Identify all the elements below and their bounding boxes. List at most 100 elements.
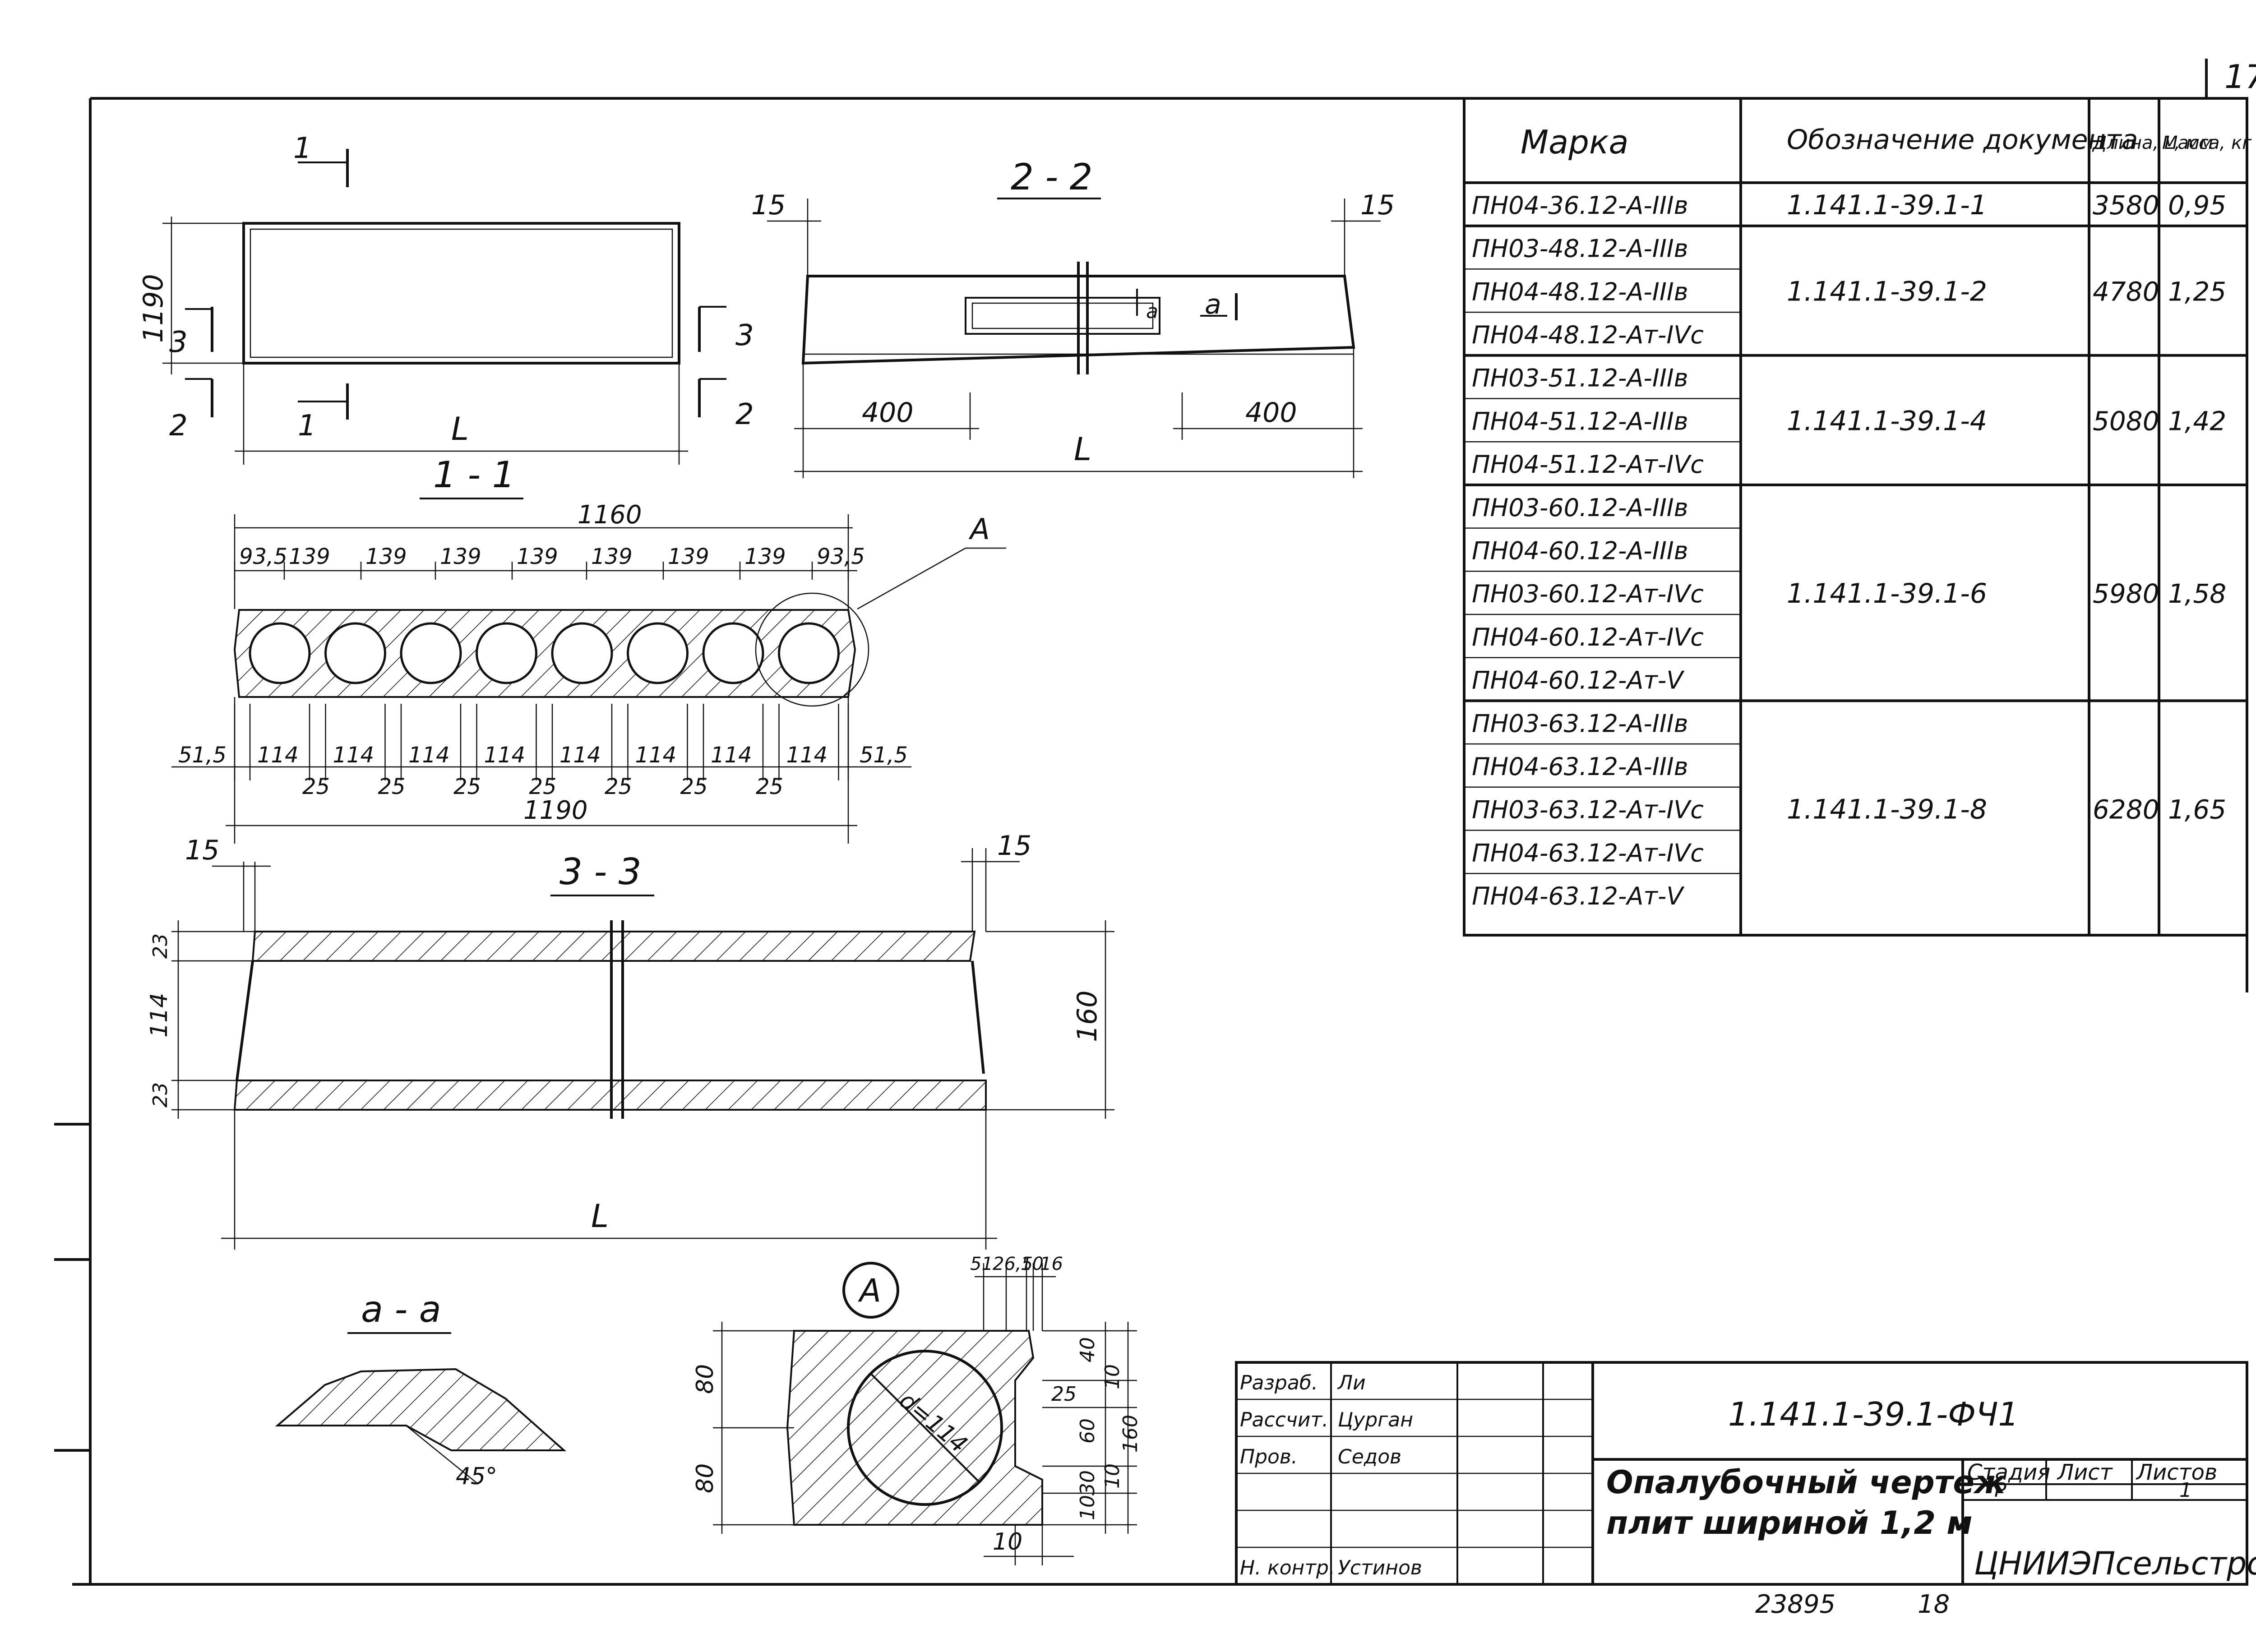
void-circle [702, 622, 764, 684]
bottom-number-1: 23895 [1755, 1590, 1835, 1619]
void-circle [551, 622, 613, 684]
table-mark-cell: ПН04-63.12-Ат-V [1472, 882, 1685, 910]
table-header-mark: Марка [1521, 123, 1629, 161]
marks-table: Марка Обозначение документа Длина, L, мм… [1463, 97, 2252, 937]
detail-dim-bottom: 10 [993, 1528, 1022, 1555]
table-mark-cell: ПН04-63.12-А-IIIв [1472, 752, 1688, 781]
tb-code: 1.141.1-39.1-ФЧ1 [1728, 1395, 2019, 1433]
s11-gap-label: 25 [605, 774, 632, 799]
table-doc-cell: 1.141.1-39.1-4 [1787, 405, 1987, 437]
table-length-cell: 3580 [2093, 190, 2159, 221]
detail-right-dim-label: 10 [1076, 1495, 1099, 1520]
detail-right-dim-label: 60 [1076, 1418, 1099, 1444]
s11-bottom-dim-label: 114 [711, 743, 752, 768]
table-mark-cell: ПН03-63.12-А-IIIв [1472, 709, 1688, 738]
s11-voids [249, 622, 840, 684]
table-doc-cell: 1.141.1-39.1-1 [1787, 189, 1987, 221]
plan-dim-length: L [451, 411, 469, 448]
table-mark-cell: ПН04-60.12-Ат-V [1472, 666, 1685, 695]
detail-right-dim-label: 10 [1101, 1364, 1124, 1389]
s11-gap-label: 25 [378, 774, 406, 799]
s33-dim-23-top: 23 [149, 933, 172, 959]
s33-dim-height: 160 [1072, 990, 1103, 1042]
table-mark-cell: ПН04-51.12-Ат-IVс [1472, 450, 1704, 479]
tb-name: Устинов [1338, 1556, 1422, 1579]
detail-top-dim-label: 16 [1040, 1254, 1063, 1274]
s22-dim-length: L [1074, 431, 1091, 468]
s33-dim-114: 114 [146, 993, 173, 1038]
s11-bottom-dim-label: 114 [484, 743, 526, 768]
tb-title-line2: плит шириной 1,2 м [1606, 1504, 1973, 1541]
table-doc-cell: 1.141.1-39.1-2 [1787, 276, 1987, 307]
tb-org: ЦНИИЭПсельстрой [1974, 1545, 2256, 1582]
s11-top-dim-label: 93,5 [239, 544, 287, 569]
table-mass-cell: 1,58 [2168, 578, 2226, 609]
s22-dim-right: 400 [1245, 397, 1297, 429]
tb-sheet-label: Лист [2057, 1460, 2113, 1485]
s11-bottom-dim-label: 114 [408, 743, 450, 768]
s11-bottom-dim-label: 51,5 [860, 743, 908, 768]
table-mark-cell: ПН04-48.12-Ат-IVс [1472, 321, 1704, 349]
tb-role: Разраб. [1240, 1371, 1318, 1394]
s11-top-dim-label: 93,5 [817, 544, 865, 569]
s33-dim-end-left: 15 [185, 835, 219, 866]
tb-stage-label: Стадия [1967, 1460, 2050, 1485]
table-length-cell: 4780 [2093, 276, 2159, 307]
detail-dim-80-top: 80 [692, 1364, 719, 1394]
table-mass-cell: 0,95 [2168, 190, 2226, 221]
table-mark-cell: ПН03-63.12-Ат-IVс [1472, 796, 1704, 824]
table-mark-cell: ПН03-48.12-А-IIIв [1472, 235, 1688, 263]
section-1-1-title: 1 - 1 [433, 454, 515, 496]
detail-top-dim-label: 26,5 [993, 1254, 1033, 1274]
s11-top-dim-label: 139 [289, 544, 330, 569]
detail-right-dim-label: 30 [1076, 1470, 1099, 1495]
detail-dim-80-bottom: 80 [692, 1463, 719, 1493]
table-header-mass: Масса, кг [2162, 133, 2252, 153]
section-a-mark: а [1205, 289, 1221, 320]
s11-gap-label: 25 [302, 774, 330, 799]
table-mark-cell: ПН04-36.12-А-IIIв [1472, 191, 1688, 220]
s33-dim-23-bottom: 23 [149, 1082, 172, 1107]
s11-dim-bottom: 1190 [523, 796, 588, 825]
table-length-cell: 5980 [2093, 578, 2159, 609]
table-mark-cell: ПН03-60.12-А-IIIв [1472, 494, 1688, 522]
table-header-length: Длина, L, мм [2092, 133, 2213, 153]
s33-dim-length: L [591, 1198, 609, 1235]
s11-bottom-dim-label: 114 [559, 743, 601, 768]
s11-top-dim-label: 139 [668, 544, 709, 569]
table-mark-cell: ПН03-51.12-А-IIIв [1472, 364, 1688, 392]
section-mark-2-left: 2 [169, 409, 188, 443]
table-length-cell: 5080 [2093, 406, 2159, 436]
void-circle [778, 622, 840, 684]
section-a-mark-inner: а [1146, 300, 1158, 323]
page-number: 17 [2224, 58, 2256, 96]
s11-top-dim-label: 139 [591, 544, 633, 569]
s11-top-dim-label: 139 [365, 544, 407, 569]
s11-gap-label: 25 [756, 774, 783, 799]
s11-top-dim-label: 139 [517, 544, 558, 569]
s11-bottom-dim-label: 114 [635, 743, 677, 768]
table-mark-cell: ПН03-60.12-Ат-IVс [1472, 580, 1704, 608]
section-3-3-title: 3 - 3 [559, 851, 642, 893]
s11-bottom-dim-label: 114 [333, 743, 374, 768]
s11-gap-label: 25 [453, 774, 481, 799]
detail-right-dim-label: 160 [1119, 1415, 1142, 1453]
detail-top-dim-label: 51 [970, 1254, 993, 1274]
table-mark-cell: ПН04-51.12-А-IIIв [1472, 407, 1688, 435]
section-a-a-angle: 45° [456, 1463, 497, 1490]
tb-name: Ли [1337, 1371, 1366, 1394]
tb-role: Н. контр. [1240, 1556, 1335, 1579]
tb-role: Рассчит. [1240, 1408, 1328, 1431]
s11-top-dim-label: 139 [440, 544, 481, 569]
void-circle [400, 622, 462, 684]
section-mark-1-bottom: 1 [298, 409, 316, 443]
s22-dim-end-left: 15 [751, 189, 786, 221]
s11-dim-top: 1160 [578, 500, 642, 530]
section-a-a-title: а - а [361, 1288, 441, 1330]
bottom-number-2: 18 [1918, 1590, 1950, 1619]
